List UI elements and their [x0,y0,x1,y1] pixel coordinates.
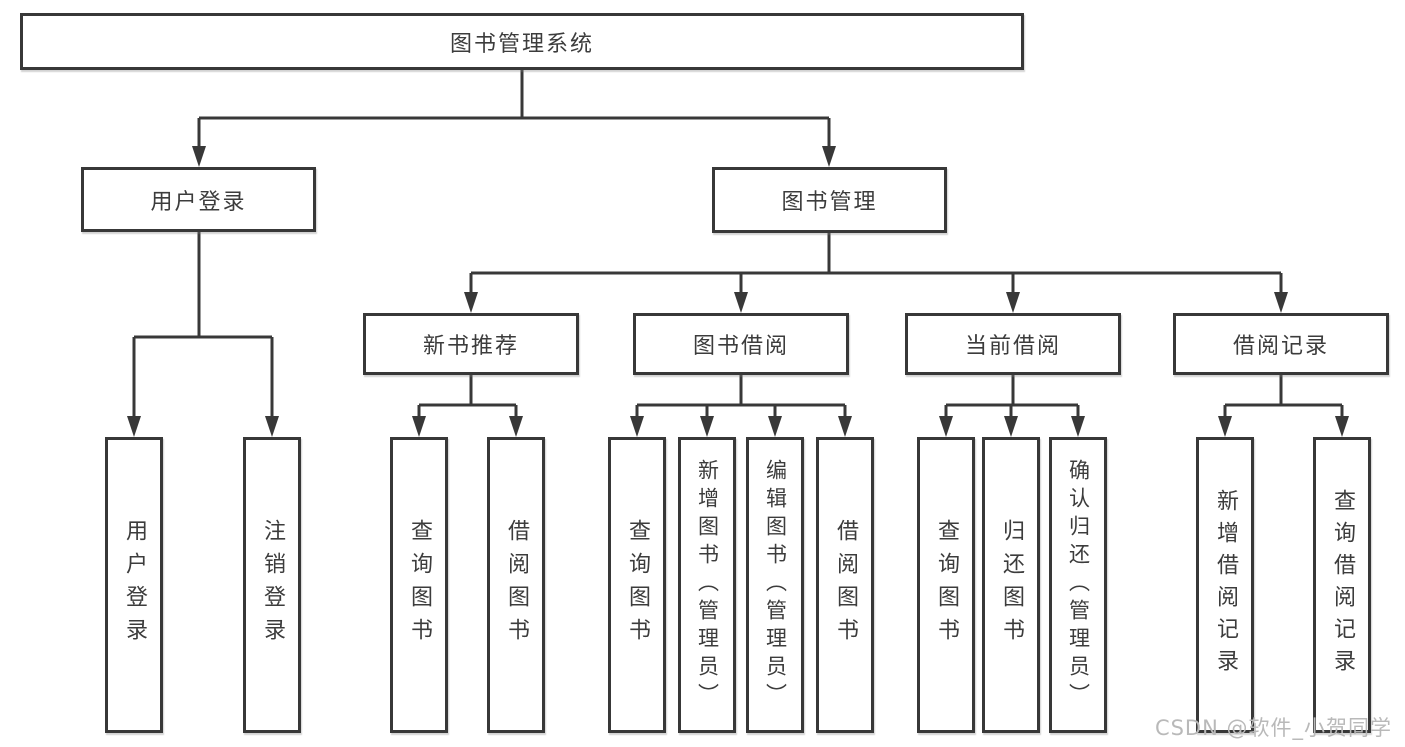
node-label: 用户登录 [122,519,147,651]
node-borrow-books-recommend: 借阅图书 [487,437,545,733]
node-borrowing-records: 借阅记录 [1173,313,1389,375]
arrowhead-icon [1218,416,1232,437]
node-user-login: 用户登录 [81,167,316,232]
arrowhead-icon [939,416,953,437]
arrowhead-icon [822,146,836,167]
node-label: 图书管理 [781,190,878,215]
node-user-login-leaf: 用户登录 [105,437,163,733]
arrowhead-icon [464,292,478,313]
node-label: 编辑图书（管理员） [763,459,788,711]
node-root: 图书管理系统 [20,13,1024,70]
watermark: CSDN @软件_小贺同学 [1154,716,1392,740]
node-borrow-books: 借阅图书 [816,437,874,733]
node-label: 图书管理系统 [449,31,594,57]
node-label: 图书借阅 [692,334,789,359]
arrowhead-icon [1335,416,1349,437]
node-book-borrowing: 图书借阅 [633,313,849,375]
node-query-books-recommend: 查询图书 [390,437,448,733]
arrowhead-icon [412,416,426,437]
node-label: 新书推荐 [422,334,519,359]
node-label: 注销登录 [260,519,285,651]
node-new-book-recommend: 新书推荐 [363,313,579,375]
node-label: 确认归还（管理员） [1066,459,1091,711]
node-label: 新增借阅记录 [1213,489,1238,681]
node-add-books-admin: 新增图书（管理员） [678,437,736,733]
arrowhead-icon [265,416,279,437]
node-label: 用户登录 [150,189,247,215]
arrowhead-icon [127,416,141,437]
arrowhead-icon [630,416,644,437]
node-add-borrow-record: 新增借阅记录 [1196,437,1254,733]
node-logout: 注销登录 [243,437,301,733]
node-current-borrowing: 当前借阅 [905,313,1121,375]
arrowhead-icon [192,146,206,167]
arrowhead-icon [768,416,782,437]
arrowhead-icon [1006,292,1020,313]
node-confirm-return-admin: 确认归还（管理员） [1049,437,1107,733]
node-query-borrow-record: 查询借阅记录 [1313,437,1371,733]
node-label: 查询图书 [407,519,432,651]
node-label: 查询图书 [934,519,959,651]
node-label: 借阅图书 [504,519,529,651]
arrowhead-icon [700,416,714,437]
node-label: 当前借阅 [964,334,1061,359]
arrowhead-icon [509,416,523,437]
node-label: 查询图书 [625,519,650,651]
arrowhead-icon [1071,416,1085,437]
node-label: 归还图书 [999,519,1024,651]
node-edit-books-admin: 编辑图书（管理员） [746,437,804,733]
node-label: 借阅记录 [1232,334,1329,359]
node-query-books-current: 查询图书 [917,437,975,733]
node-label: 查询借阅记录 [1330,489,1355,681]
arrowhead-icon [1004,416,1018,437]
node-return-books: 归还图书 [982,437,1040,733]
node-label: 借阅图书 [833,519,858,651]
node-book-mgmt: 图书管理 [712,167,947,233]
node-label: 新增图书（管理员） [695,459,720,711]
arrowhead-icon [1274,292,1288,313]
node-query-books-borrowing: 查询图书 [608,437,666,733]
arrowhead-icon [838,416,852,437]
arrowhead-icon [734,292,748,313]
